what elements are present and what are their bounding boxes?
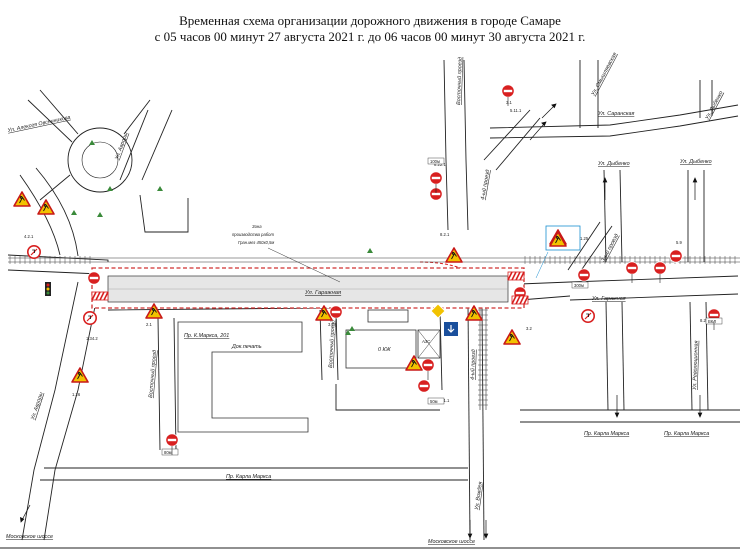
label-proezd4-top: 4-ый проезд — [479, 169, 491, 200]
info-sign-icon — [444, 322, 458, 336]
barrier-sign-icon — [91, 291, 109, 301]
label-garazhnaya: Ул. Гаражная — [304, 290, 341, 296]
label-saranskaya: Ул. Саранская — [597, 111, 634, 117]
label-revolyucionnaya: Ул. Революционная — [692, 340, 700, 391]
sign-code: 8.24 — [700, 318, 709, 323]
sign-code: 1.25 — [580, 236, 589, 241]
no-entry-sign-icon — [165, 433, 179, 447]
label-avrory-top: Ул. Авроры — [114, 132, 130, 162]
sign-code: 8.1.1 — [440, 398, 450, 403]
no-entry-sign-icon — [669, 249, 683, 263]
no-entry-sign-icon — [417, 379, 431, 393]
label-garazhnaya-right: Ул. Гаражная — [591, 296, 626, 302]
sign-code: 5.9 — [676, 240, 682, 245]
lane-arrows — [71, 140, 373, 335]
label-anikeev: Ул. Алексея Овсянникова — [6, 115, 71, 134]
distance-plate: 100м — [430, 159, 440, 164]
distance-plate: ВКЛ — [708, 319, 716, 324]
label-vostochny-top: Восточный проезд — [455, 57, 464, 105]
distance-plate: 300м — [574, 283, 584, 288]
no-entry-sign-icon — [653, 261, 667, 275]
label-proezd4-mid: 4-ый проезд — [469, 349, 477, 380]
road-signs — [13, 84, 721, 447]
label-moskovskoe-left: Московское шоссе — [6, 534, 53, 540]
sign-code: 5.11.1 — [510, 108, 522, 113]
sign-code: 2.1 — [146, 322, 152, 327]
label-marksa-bottom: Пр. Карла Маркса — [226, 474, 271, 480]
sign-code: 1.34.2 — [86, 336, 98, 341]
label-marksa-left: Пр. Карла Маркса — [584, 431, 629, 437]
sign-code: 8.2.1 — [440, 232, 450, 237]
sign-code: 3.2 — [526, 326, 532, 331]
road-works-sign-icon — [13, 191, 31, 207]
sign-code: 3.27 — [328, 322, 337, 327]
buildings — [177, 309, 441, 433]
callout-sign-icon — [535, 225, 581, 279]
priority-road-sign-icon — [430, 303, 446, 319]
scheme-title-line2: с 05 часов 00 минут 27 августа 2021 г. д… — [154, 29, 586, 44]
zone-label-line2: производства работ — [232, 232, 274, 237]
road-works-sign-icon — [445, 247, 463, 263]
label-dybenko-left: Ул. Дыбенко — [597, 161, 630, 167]
label-marksa-right: Пр. Карла Маркса — [664, 431, 709, 437]
barrier-sign-icon — [511, 295, 529, 305]
zone-label-line3: Гран.мез 450х0,5м — [238, 240, 274, 245]
no-turn-sign-icon — [580, 308, 596, 324]
no-entry-sign-icon — [87, 271, 101, 285]
label-dokumenty: Док.печать — [231, 344, 262, 350]
label-vozhdeya: Ул. Вождея — [474, 481, 484, 511]
no-entry-sign-icon — [429, 171, 443, 185]
sign-code: 8.22.1 — [434, 162, 446, 167]
traffic-light-icon — [45, 282, 51, 296]
no-entry-sign-icon — [421, 358, 435, 372]
no-entry-sign-icon — [577, 268, 591, 282]
distance-plate: 80м — [164, 450, 172, 455]
label-marksa201: Пр. К.Маркса, 201 — [184, 333, 229, 339]
sign-code: 4.2.1 — [24, 234, 34, 239]
label-azs: АЗС — [421, 339, 431, 344]
label-dybenko-top: Ул. Дыбенко — [704, 90, 725, 122]
label-vostochny-mid: Восточный проезд — [147, 350, 158, 398]
label-ksh: 0 КЖ — [378, 347, 392, 353]
road-works-sign-icon — [503, 329, 521, 345]
label-smyshlyaevskaya: Ул. Смышляевская — [590, 52, 618, 98]
area-labels: Зона производства работ Гран.мез 450х0,5… — [184, 224, 431, 353]
label-moskovskoe-bottom: Московское шоссе — [428, 539, 475, 545]
scheme-title-line1: Временная схема организации дорожного дв… — [179, 13, 561, 28]
label-vostochny-lower: Восточный проезд — [327, 320, 337, 368]
no-entry-sign-icon — [625, 261, 639, 275]
road-works-sign-icon — [71, 367, 89, 383]
road-network — [0, 59, 740, 549]
sign-code: 3.1 — [506, 100, 512, 105]
label-dybenko-right: Ул. Дыбенко — [679, 159, 712, 165]
no-turn-sign-icon — [83, 310, 97, 326]
no-entry-sign-icon — [329, 305, 343, 319]
direction-arrows — [19, 103, 703, 539]
sign-codes: 3.1 5.11.1 1.25 8.2.1 3.2 8.22.1 5.9 1.3… — [24, 100, 709, 403]
sign-code: 1.26 — [72, 392, 81, 397]
no-turn-sign-icon — [26, 245, 42, 260]
distance-plate: 50м — [430, 399, 438, 404]
zone-label-line1: Зона — [252, 224, 262, 229]
no-entry-sign-icon — [501, 84, 515, 98]
barrier-sign-icon — [507, 271, 525, 281]
label-avrory-bottom: Ул. Авроры — [30, 391, 45, 421]
